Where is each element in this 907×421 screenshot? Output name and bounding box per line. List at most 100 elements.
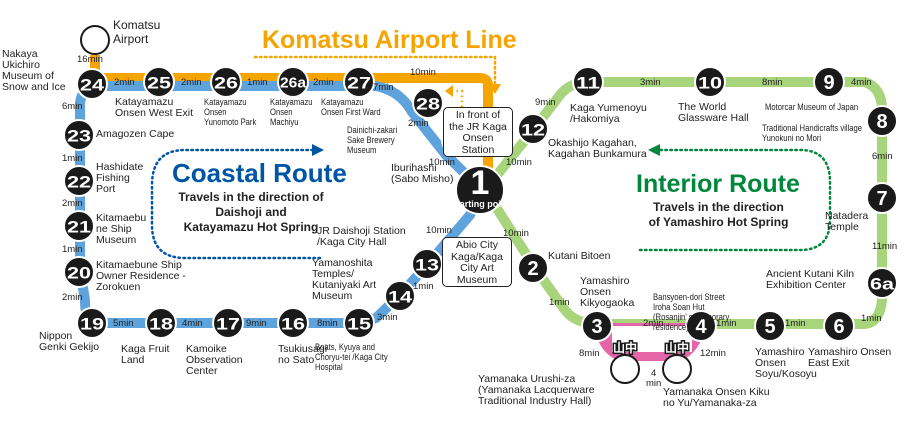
- station-marker-16[interactable]: [277, 307, 309, 339]
- airport-line-track: [90, 55, 493, 175]
- station-number: 7: [876, 188, 887, 210]
- travel-time: 11min: [872, 241, 898, 252]
- yamanaka-stop-number: 1: [620, 360, 630, 380]
- travel-time: 5min: [113, 318, 134, 329]
- airport-direction-arrow: [253, 55, 497, 86]
- kaga-onsen-station-box: In front of the JR Kaga Onsen Station: [443, 107, 513, 157]
- interior-arrow-head: [648, 144, 660, 156]
- station-marker-22[interactable]: [63, 165, 95, 197]
- station-number: 6a: [870, 275, 895, 294]
- yamanaka-kanji: 山中: [613, 340, 637, 355]
- station-label-21: Kitamaebu ne Ship Museum: [96, 212, 147, 246]
- station-marker-6a[interactable]: [866, 267, 898, 299]
- station-marker-11[interactable]: [572, 66, 604, 98]
- airport-kanji: 小松: [83, 9, 107, 24]
- station-label-24: Nakaya Ukichiro Museum of Snow and Ice: [2, 48, 66, 93]
- station-marker-20[interactable]: [63, 256, 95, 288]
- station-number: 11: [576, 74, 600, 93]
- station-marker-19[interactable]: [76, 307, 108, 339]
- station-number: 5: [764, 316, 775, 338]
- travel-time: 2min: [181, 77, 202, 88]
- travel-time: 1min: [247, 77, 268, 88]
- yamanaka-stop-marker-1[interactable]: [610, 354, 640, 384]
- travel-time: 1min: [413, 281, 434, 292]
- station-marker-4[interactable]: [685, 310, 717, 342]
- station-label-19: Nippon Genki Gekijo: [39, 330, 100, 353]
- station-marker-21[interactable]: [63, 210, 95, 242]
- station-marker-26a[interactable]: [277, 66, 309, 98]
- travel-time: 7min: [373, 82, 394, 93]
- travel-time: 2min: [62, 198, 83, 209]
- station-label-9: Motorcar Museum of Japan: [765, 102, 859, 112]
- station-label-27: Katayamazu Onsen First Ward: [321, 97, 381, 117]
- station-number: 24: [80, 76, 105, 95]
- travel-time: 1min: [62, 153, 83, 164]
- station-label-15: Boats, Kyuya and Choryu-tei /Kaga City H…: [315, 342, 388, 372]
- abio-city-box: Abio City Kaga/Kaga City Art Museum: [442, 237, 512, 287]
- station-number: 16: [281, 315, 305, 334]
- station-marker-8[interactable]: [866, 105, 898, 137]
- station-label-26a: Katayamazu Onsen Machiyu: [270, 97, 313, 127]
- station-marker-7[interactable]: [866, 182, 898, 214]
- station-marker-6[interactable]: [823, 310, 855, 342]
- station-marker-26[interactable]: [210, 66, 242, 98]
- travel-time: 10min: [429, 157, 455, 168]
- airport-arrow-head: [489, 84, 501, 94]
- station-label-18: Kaga Fruit Land: [121, 343, 170, 366]
- station-number: 26: [214, 74, 238, 93]
- station-marker-18[interactable]: [145, 307, 177, 339]
- coastal-subtitle-line: Daishoji and: [215, 205, 287, 219]
- travel-time: 12min: [700, 348, 726, 359]
- yamanaka-kanji: 山中: [665, 340, 689, 355]
- coastal-direction-arrow: [150, 148, 322, 260]
- travel-time: 1min: [861, 313, 882, 324]
- travel-time: 1min: [62, 244, 83, 255]
- station-label-4: Bansyoen-dori Street Iroha Soan Hut (Ros…: [653, 292, 730, 332]
- station-marker-5[interactable]: [754, 310, 786, 342]
- airport-stop-marker[interactable]: [80, 25, 110, 55]
- station-number: 13: [415, 256, 439, 275]
- station-number: 6: [833, 316, 844, 338]
- station-label-3: Yamashiro Onsen Kikyogaoka: [580, 275, 635, 309]
- station-number: 21: [67, 218, 91, 237]
- travel-time: 6min: [872, 151, 893, 162]
- station-marker-28[interactable]: [412, 87, 444, 119]
- station-marker-14[interactable]: [384, 280, 416, 312]
- station-marker-3[interactable]: [581, 310, 613, 342]
- station-label-20: Kitamaebune Ship Owner Residence - Zorok…: [96, 259, 186, 293]
- station-number: 17: [216, 315, 240, 334]
- station-number: 25: [147, 74, 171, 93]
- station-marker-9[interactable]: [813, 66, 845, 98]
- station-marker-17[interactable]: [212, 307, 244, 339]
- travel-time: 9min: [246, 318, 267, 329]
- airport-travel-time: 10min: [410, 67, 436, 78]
- station-marker-23[interactable]: [63, 119, 95, 151]
- station-number: 14: [388, 288, 413, 307]
- station-number: 4: [695, 316, 707, 338]
- station-marker-15[interactable]: [343, 307, 375, 339]
- travel-time: 9min: [535, 97, 556, 108]
- yamanaka-stop-label-2: Yamanaka Onsen Kiku no Yu/Yamanaka-za: [663, 386, 770, 409]
- station-label-22: Hashidate Fishing Port: [96, 161, 144, 195]
- airport-station-label: Komatsu Airport: [113, 18, 161, 46]
- travel-time: 8min: [762, 77, 783, 88]
- travel-time: 2min: [643, 318, 664, 329]
- airport-kaga-arrow-head: [445, 85, 453, 97]
- yamanaka-stop-marker-2[interactable]: [662, 354, 692, 384]
- travel-time: 2min: [408, 118, 429, 129]
- station-label-26: Katayamazu Onsen Yunomoto Park: [204, 97, 257, 127]
- station-marker-12[interactable]: [517, 113, 549, 145]
- station-label-10: The World Glassware Hall: [678, 101, 749, 124]
- starting-point-marker[interactable]: [455, 165, 505, 215]
- station-number: 20: [67, 264, 91, 283]
- station-marker-25[interactable]: [143, 66, 175, 98]
- interior-route-subtitle: Travels in the direction of Yamashiro Ho…: [636, 200, 801, 230]
- station-marker-2[interactable]: [517, 252, 549, 284]
- yamanaka-inner: [612, 326, 692, 352]
- station-label-12: Okashijo Kagahan, Kagahan Bunkamura: [548, 137, 647, 160]
- station-label-11: Kaga Yumenoyu /Hakomiya: [570, 102, 647, 125]
- station-marker-10[interactable]: [694, 66, 726, 98]
- station-marker-27[interactable]: [343, 66, 375, 98]
- station-marker-24[interactable]: [76, 68, 108, 100]
